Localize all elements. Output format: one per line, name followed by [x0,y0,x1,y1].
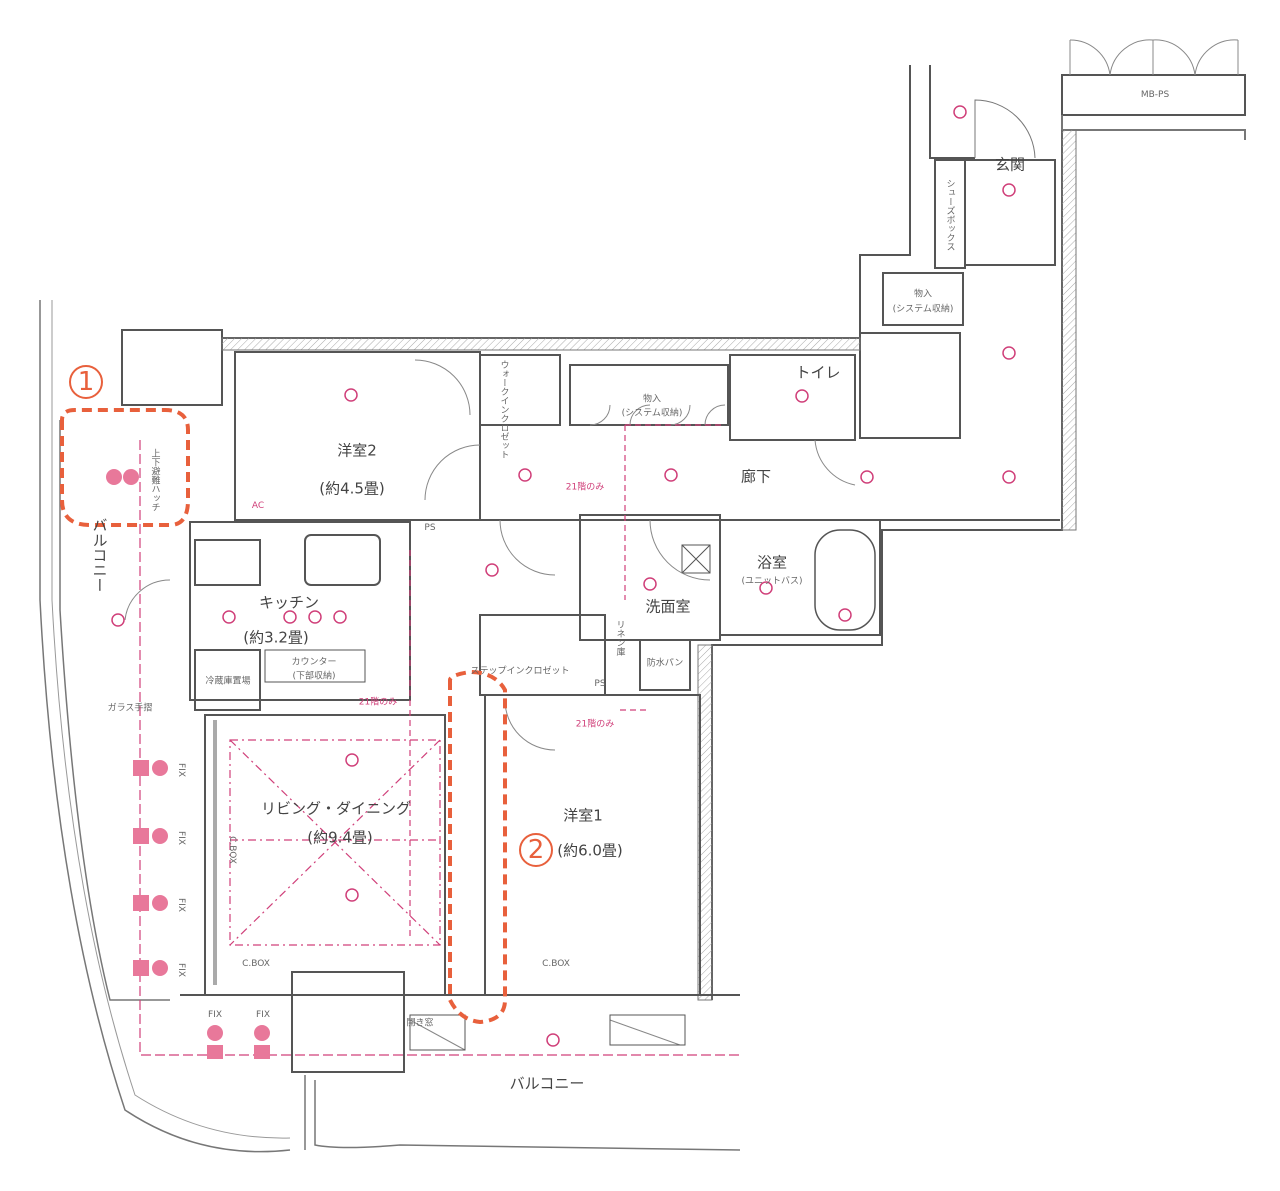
storage-entry-name: 物入 [913,289,933,300]
exterior-lights [106,469,270,1059]
storage-hall-name: 物入 [642,394,662,405]
walkin-closet-label: ウォークインクロゼット [498,360,509,459]
room-bath-sub: (ユニットバス) [741,576,803,587]
floor21-note-a: 21階のみ [565,482,605,493]
balcony-left-label: バルコニー [90,517,109,593]
fix-label-5: FIX [208,1010,222,1020]
room-bath-name: 浴室 [756,553,788,572]
room-western2-name: 洋室2 [337,441,377,460]
counter-label: カウンター [291,657,337,668]
stepin-closet-label: ステップインクロゼット [470,666,570,677]
open-window-label: 開き窓 [406,1018,434,1029]
ps-label-1: PS [424,523,436,533]
fridge-label: 冷蔵庫置場 [205,676,251,687]
fix-label-2: FIX [176,831,186,845]
mbps-label: MB-PS [1140,90,1170,100]
ps-label-2: PS [594,679,606,689]
linen-label: リネン庫 [614,620,625,656]
ac-label: AC [251,501,265,511]
room-washroom-name: 洗面室 [645,597,691,616]
room-living-size: (約9.4畳) [307,828,373,847]
room-western1-size: (約6.0畳) [557,841,623,860]
storage-hall-sub: (システム収納) [621,408,683,419]
room-kitchen-size: (約3.2畳) [243,628,309,647]
fix-label-3: FIX [176,898,186,912]
ceiling-lights [111,105,1016,1047]
annotation-outlines [60,408,507,1025]
room-western1-name: 洋室1 [563,806,603,825]
fix-label-1: FIX [176,763,186,777]
cbox-label-1: C.BOX [242,959,270,969]
annotation-marker-1: 1 [69,365,103,399]
fix-label-4: FIX [176,963,186,977]
room-kitchen-name: キッチン [258,593,320,612]
room-entrance-name: 玄関 [994,155,1026,174]
shoe-box-label: シューズボックス [944,179,955,251]
glass-railing-label: ガラス手摺 [107,703,153,714]
balcony-bottom-label: バルコニー [509,1074,585,1093]
waterproof-pan-label: 防水パン [646,658,684,669]
room-western2-size: (約4.5畳) [319,479,385,498]
storage-entry-sub: (システム収納) [892,304,954,315]
room-toilet-name: トイレ [795,363,841,382]
room-hallway-name: 廊下 [740,467,772,486]
cbox-label-vertical: C.BOX [227,836,237,864]
fix-label-6: FIX [256,1010,270,1020]
walls [39,39,1246,1153]
floor21-note-b: 21階のみ [358,697,398,708]
annotation-marker-2: 2 [519,833,553,867]
floor21-note-c: 21階のみ [575,719,615,730]
counter-sub: (下部収納) [292,671,336,682]
room-living-name: リビング・ダイニング [260,799,412,818]
cbox-label-2: C.BOX [542,959,570,969]
evacuation-hatch-label: 上下避難ハッチ [149,448,160,512]
